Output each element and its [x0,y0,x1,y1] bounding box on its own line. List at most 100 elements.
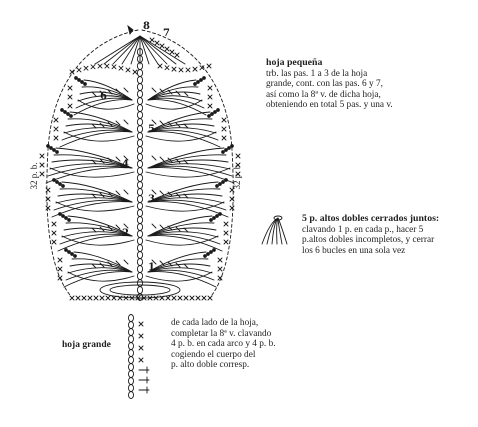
stitch-tick [159,88,165,94]
tall-stitch [130,35,141,65]
single-crochet-mark [39,171,45,177]
tall-stitch [59,131,133,148]
stem-chain-stitch [128,377,134,385]
single-crochet-mark [154,40,160,46]
single-crochet-mark [164,46,170,52]
tall-stitch [147,201,229,218]
single-crochet-mark [135,295,141,301]
chain-stitch [136,265,144,273]
stitch-tick [159,224,165,230]
chain-stitch [136,153,144,161]
stem-line: 4 p. b. en cada arco y 4 p. b. [171,339,276,349]
stitch-tick [91,227,97,233]
chain-stitch [136,195,144,203]
single-crochet-mark [229,205,235,211]
stitch-tick [99,158,105,164]
stitch-tick [107,157,113,163]
chain-stitch [136,146,144,154]
tall-stitch [63,271,133,288]
tall-stitch [69,111,133,133]
chain-stitch [136,132,144,140]
single-crochet-mark [104,63,110,69]
single-crochet-mark [235,162,241,168]
picot-dot [209,250,213,254]
single-crochet-mark [178,67,184,73]
bobble-note: 5 p. altos dobles cerrados juntos: clava… [302,213,439,256]
single-crochet-mark [138,333,144,339]
stitch-tick [159,190,165,196]
picot-dot [69,114,73,118]
stitch-tick [159,260,165,266]
single-crochet-mark [57,275,63,281]
picot-dot [207,114,211,118]
tall-stitch [147,269,215,281]
single-crochet-mark [67,94,73,100]
chain-stitch [136,69,144,77]
picot-dot [64,248,68,252]
stitch-tick [175,90,181,96]
single-crochet-mark [69,69,75,75]
stem-chain-stitch [128,314,134,322]
single-crochet-mark [51,239,57,245]
single-crochet-mark [81,295,87,301]
tall-stitch [49,163,133,170]
chain-stitch [136,223,144,231]
single-crochet-mark [235,171,241,177]
stem-line: p. alto doble corresp. [171,360,250,370]
tall-stitch [57,193,133,203]
single-crochet-mark [229,187,235,193]
tall-stitch [51,159,133,169]
stem-chain-stitch [128,328,134,336]
stem-note: de cada lado de la hoja, completar la 8ª… [171,318,276,371]
row-number: 7 [163,28,170,39]
tall-stitch [147,181,219,203]
single-crochet-mark [169,49,175,55]
chain-stitch [136,188,144,196]
single-crochet-mark [192,66,198,72]
picot-dot [196,80,200,84]
stem-chain-stitch [128,384,134,392]
stitch-tick [159,120,165,126]
tall-stitch [139,35,150,65]
tall-stitch [147,227,217,237]
stitch-tick [91,159,97,165]
single-crochet-mark [53,117,59,123]
single-crochet-mark [217,275,223,281]
stitch-tick [115,190,121,196]
small-leaf-note: hoja pequeña trb. las pas. 1 a 3 de la h… [266,57,393,111]
single-crochet-mark [132,69,138,75]
tall-stitch [147,235,223,252]
single-crochet-mark [189,295,195,301]
stitch-tick [107,121,113,127]
single-crochet-mark [149,37,155,43]
single-crochet-mark [76,67,82,73]
stem-chain-stitch [128,342,134,350]
chain-stitch [136,118,144,126]
chain-arch [63,131,135,142]
single-crochet-mark [123,295,129,301]
chain-arch [145,271,213,282]
tall-stitch [65,123,133,133]
single-crochet-mark [118,65,124,71]
side-count-right: 32 p. b. [232,163,242,190]
stitch-tick [107,89,113,95]
single-crochet-mark [217,266,223,272]
single-crochet-mark [125,67,131,73]
picot-dot [199,78,203,82]
bobble-line: p.altos dobles incompletos, y cerrar [302,235,435,245]
large-leaf-label: hoja grande [62,340,111,350]
stitch-tick [183,227,189,233]
tall-stitch [63,127,133,134]
single-crochet-mark [153,295,159,301]
single-crochet-mark [69,295,75,301]
single-crochet-mark [229,196,235,202]
tall-stitch [147,199,227,211]
chain-stitch [136,97,144,105]
single-crochet-mark [67,103,73,109]
stitch-tick [99,122,105,128]
picot-dot [55,150,59,154]
stitch-tick [91,263,97,269]
chain-stitch [136,202,144,210]
picot-dot [210,112,214,116]
stem-chain-stitch [128,391,134,399]
